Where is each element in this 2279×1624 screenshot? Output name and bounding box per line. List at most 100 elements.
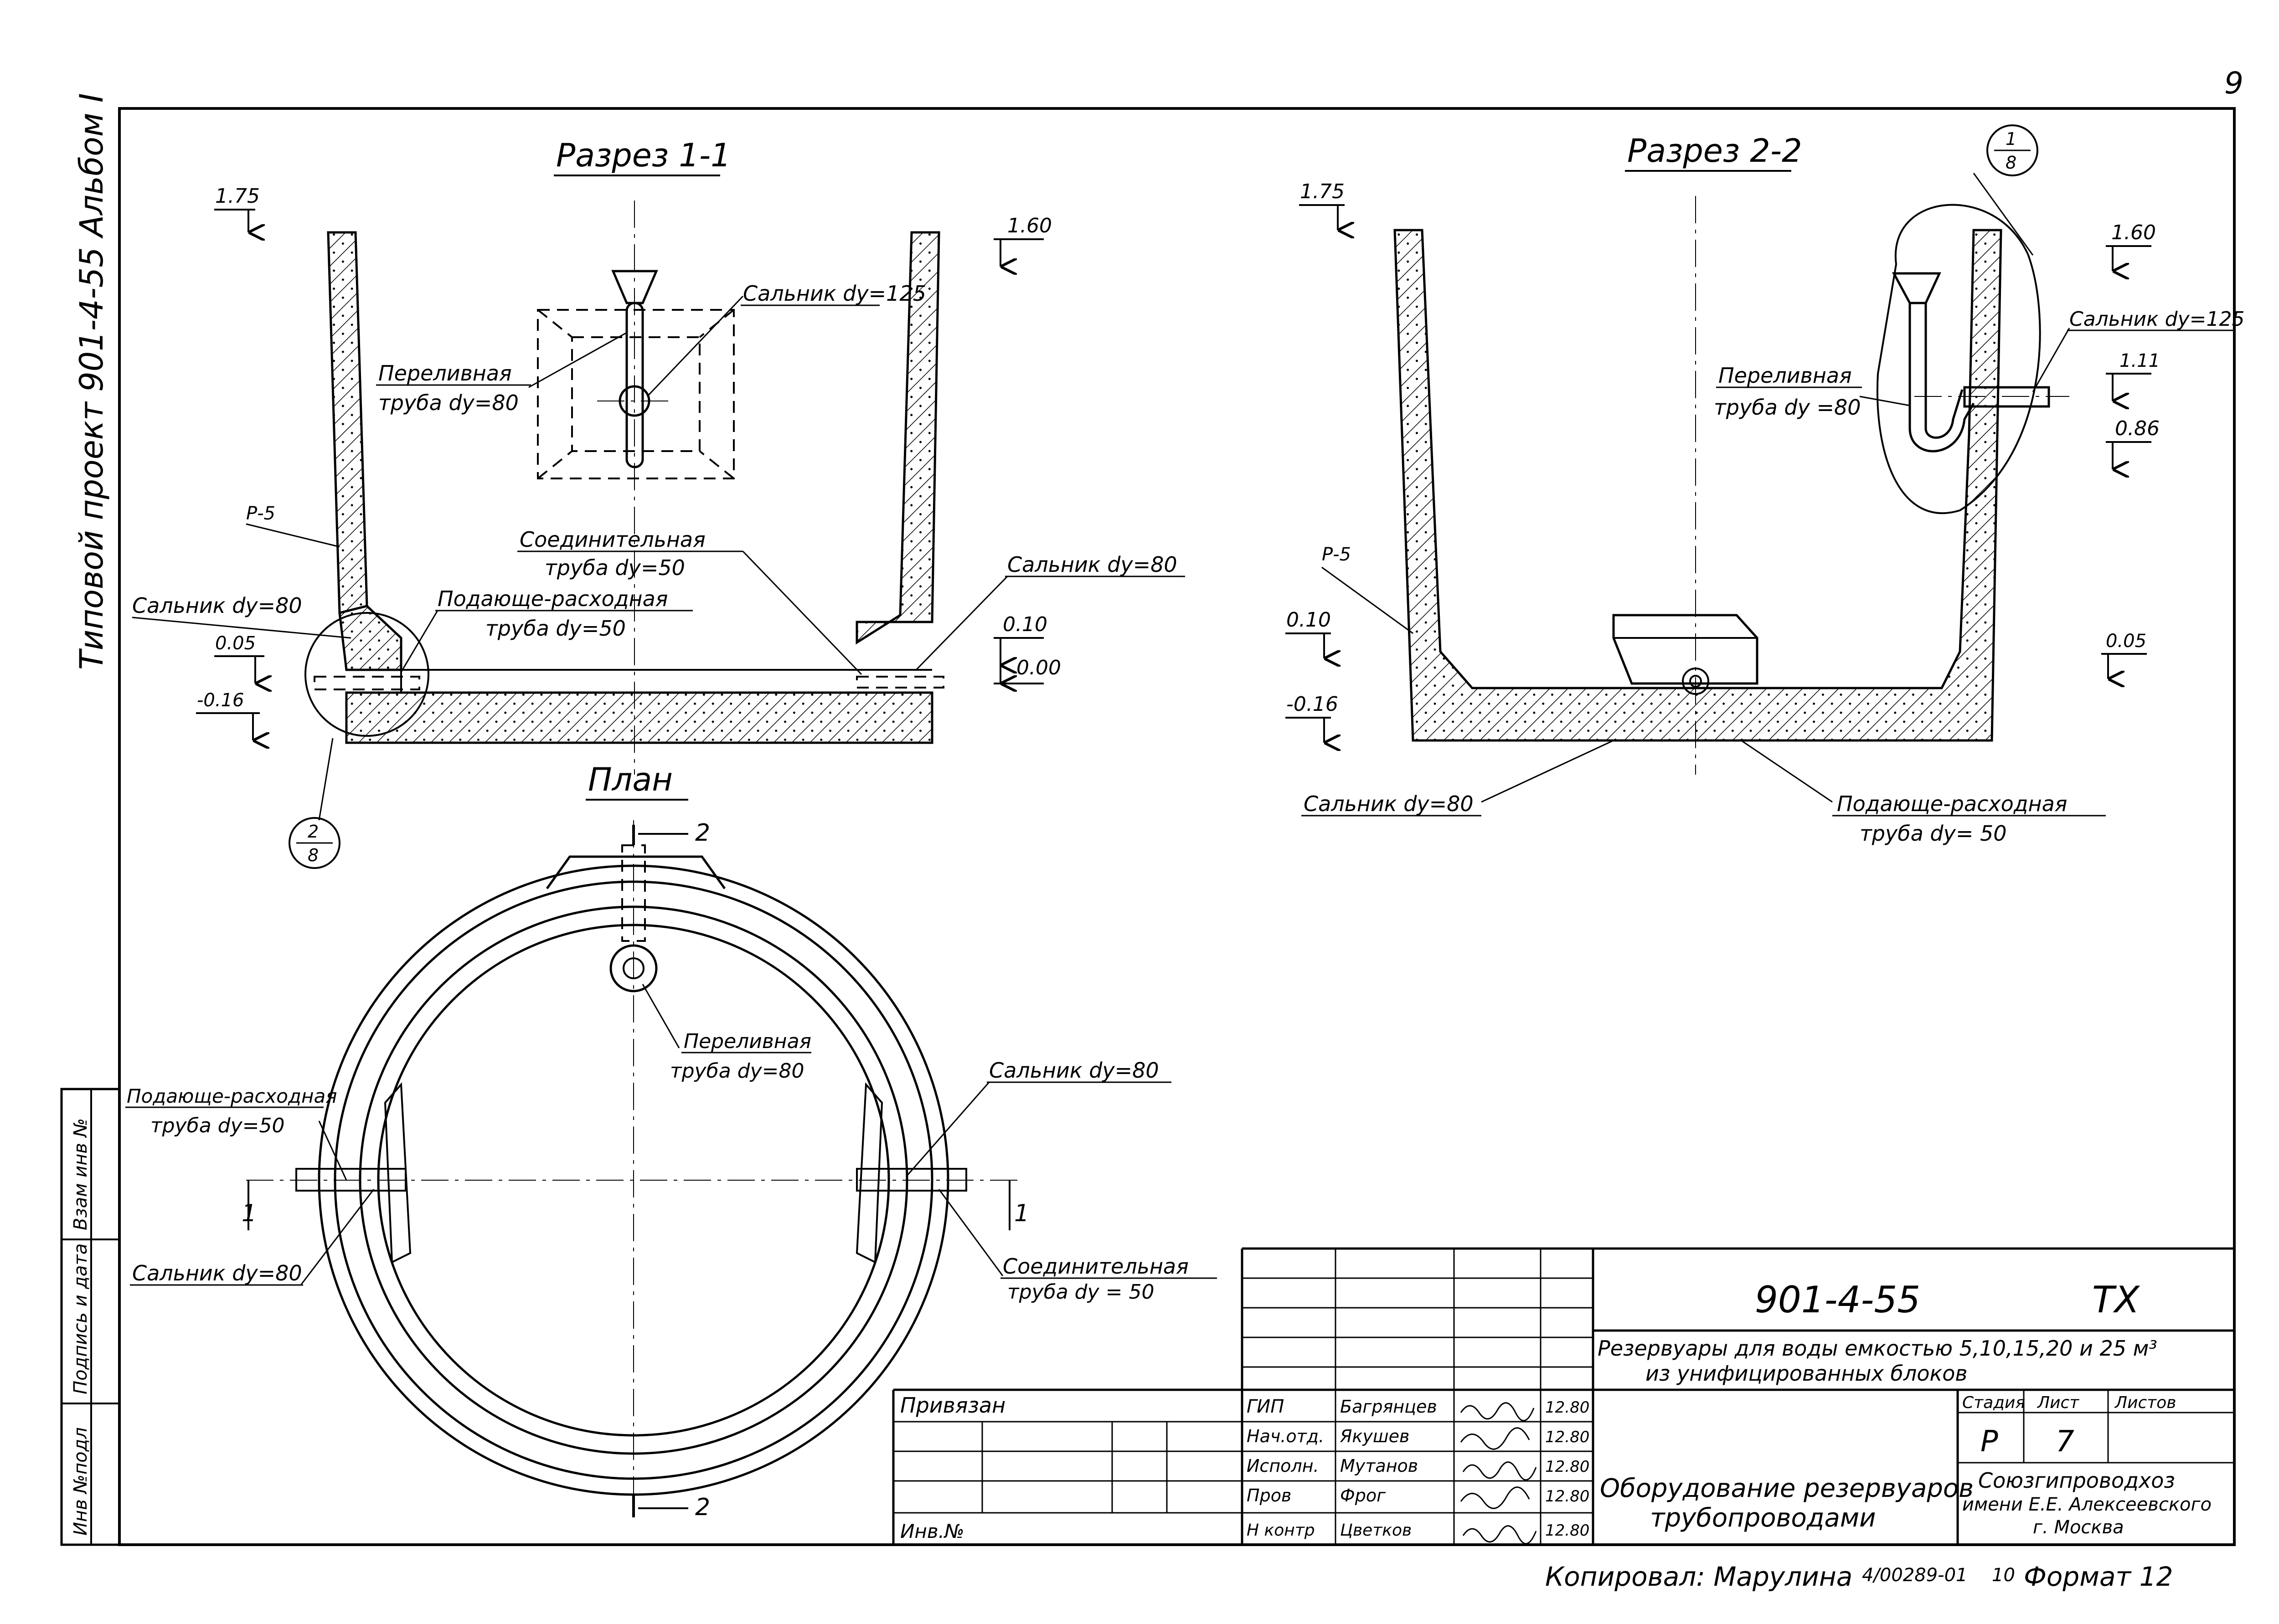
elev-s1-010: 0.10 [1003, 613, 1047, 636]
bound-label: Привязан [900, 1393, 1005, 1418]
elev-s1-005: 0.05 [215, 633, 256, 654]
order-number: 4/00289-01 [1862, 1565, 1968, 1586]
plan-view: План 2 2 1 1 Перелив [125, 761, 1217, 1521]
connecting-s1-1: Соединительная [520, 527, 706, 552]
role-2: Нач.отд. [1247, 1426, 1324, 1446]
name-3: Мутанов [1340, 1456, 1418, 1476]
org-line3: г. Москва [2033, 1517, 2124, 1538]
side-project-label: Типовой проект 901-4-55 Альбом I [73, 93, 110, 670]
callout-1-den: 8 [2006, 153, 2016, 173]
project-code: 901-4-55 [1755, 1279, 1920, 1321]
overflow-s1-2: труба dy=80 [378, 391, 519, 415]
leaders-s1 [132, 295, 1008, 821]
overflow-funnel [611, 270, 658, 304]
sheet-frame [118, 107, 2236, 1546]
tank-slab [345, 691, 933, 744]
plan-overflow-1: Переливная [684, 1030, 811, 1053]
sheet-number: 9 [2224, 66, 2243, 101]
drawing-title-2: трубопроводами [1650, 1503, 1876, 1533]
plan-gland-left: Сальник dy=80 [132, 1261, 302, 1285]
drawing-title-1: Оборудование резервуаров [1600, 1474, 1974, 1503]
plan-title: План [588, 761, 673, 798]
org-line1: Союзгипроводхоз [1978, 1468, 2175, 1493]
role-3: Исполн. [1247, 1456, 1319, 1476]
callout-2-num: 2 [308, 822, 319, 842]
sheets-label: Листов [2114, 1393, 2176, 1412]
side-stamp-sign: Подпись и дата [70, 1244, 91, 1394]
connecting-pipe-s1 [856, 676, 944, 689]
pipe-mark-s2: Р-5 [1322, 544, 1351, 565]
leaders-s2 [1321, 173, 2070, 803]
stage-label: Стадия [1962, 1393, 2025, 1412]
overflow-funnel-s2 [1892, 272, 1941, 304]
elev-s1-160: 1.60 [1007, 214, 1052, 237]
sheet-label: Лист [2037, 1393, 2079, 1412]
name-1: Багрянцев [1340, 1397, 1437, 1417]
inv-no-label: Инв.№ [900, 1520, 964, 1542]
date-2: 12.80 [1545, 1428, 1589, 1446]
elev-s1-175: 1.75 [215, 185, 260, 208]
plan-overflow-2: труба dy=80 [670, 1059, 804, 1083]
tank2-body [1393, 229, 2002, 742]
gland-125-s2: Сальник dy=125 [2069, 308, 2244, 331]
section-2-2: Разрез 2-2 [1285, 124, 2244, 846]
gland-125-s1: Сальник dy=125 [743, 281, 926, 306]
plan-connecting-1: Соединительная [1003, 1254, 1189, 1279]
supply-s1-2: труба dy=50 [485, 616, 626, 641]
section-1-1: Разрез 1-1 [132, 137, 1185, 869]
drawing-mark: ТХ [2092, 1279, 2140, 1321]
elev-s2-111: 1.11 [2119, 350, 2160, 371]
gland-80-left-s1: Сальник dy=80 [132, 593, 302, 618]
supply-s2-1: Подающе-расходная [1837, 791, 2067, 816]
side-stamp [60, 1088, 121, 1546]
stage-value: Р [1980, 1425, 1998, 1459]
gland-80-s2: Сальник dy=80 [1304, 791, 1474, 816]
role-1: ГИП [1247, 1396, 1284, 1417]
elev-s2-016: -0.16 [1286, 693, 1338, 716]
date-1: 12.80 [1545, 1398, 1589, 1417]
callout-1-num: 1 [2006, 129, 2016, 149]
supply-s2-2: труба dy= 50 [1860, 821, 2007, 846]
plan-mark-2-bottom: 2 [695, 1494, 710, 1521]
date-5: 12.80 [1545, 1521, 1589, 1540]
description-line2: из унифицированных блоков [1645, 1361, 1968, 1386]
role-5: Н контр [1247, 1521, 1315, 1540]
name-5: Цветков [1340, 1521, 1412, 1540]
description-line1: Резервуары для воды емкостью 5,10,15,20 … [1598, 1336, 2157, 1361]
overflow-s1-1: Переливная [378, 361, 512, 385]
date-4: 12.80 [1545, 1487, 1589, 1506]
callout-bubble-s2 [1876, 204, 2041, 514]
gland-80-right-s1: Сальник dy=80 [1007, 552, 1177, 577]
name-2: Якушев [1340, 1426, 1409, 1446]
side-stamp-inv: Инв №подл [70, 1427, 91, 1536]
elev-s2-086: 0.86 [2115, 417, 2160, 440]
elev-s1-016: -0.16 [197, 690, 244, 711]
tank-left-haunch [338, 605, 402, 671]
plan-mark-1-right: 1 [1014, 1200, 1029, 1227]
callout-2-8 [289, 817, 340, 869]
overflow-box-outer [537, 309, 735, 479]
plan-mark-2-top: 2 [695, 819, 710, 847]
overflow-box-inner [571, 336, 701, 452]
supply-s1-1: Подающе-расходная [438, 586, 668, 611]
tank-wall-left [327, 231, 368, 615]
sheet-value: 7 [2056, 1425, 2074, 1459]
callout-circle-s1 [304, 612, 429, 737]
overflow-pipe-s2 [1908, 303, 1975, 452]
order-suffix: 10 [1992, 1565, 2015, 1586]
signatures [1460, 1402, 1537, 1545]
section-1-title: Разрез 1-1 [556, 137, 731, 174]
plan-connecting-2: труба dy = 50 [1007, 1280, 1154, 1304]
format-label: Формат 12 [2024, 1561, 2173, 1592]
callout-1-8 [1986, 124, 2038, 176]
supply-pipe-s1 [314, 676, 420, 690]
elev-s1-000: 0.00 [1016, 656, 1061, 679]
plan-mark-1-left: 1 [242, 1200, 257, 1227]
tank-wall-right [856, 231, 940, 645]
plan-top-block [546, 855, 726, 889]
title-block-grid [892, 1247, 2234, 1545]
elev-s2-160: 1.60 [2111, 221, 2156, 244]
plan-overflow-pipe [609, 944, 658, 992]
org-line2: имени Е.Е. Алексеевского [1962, 1494, 2212, 1515]
